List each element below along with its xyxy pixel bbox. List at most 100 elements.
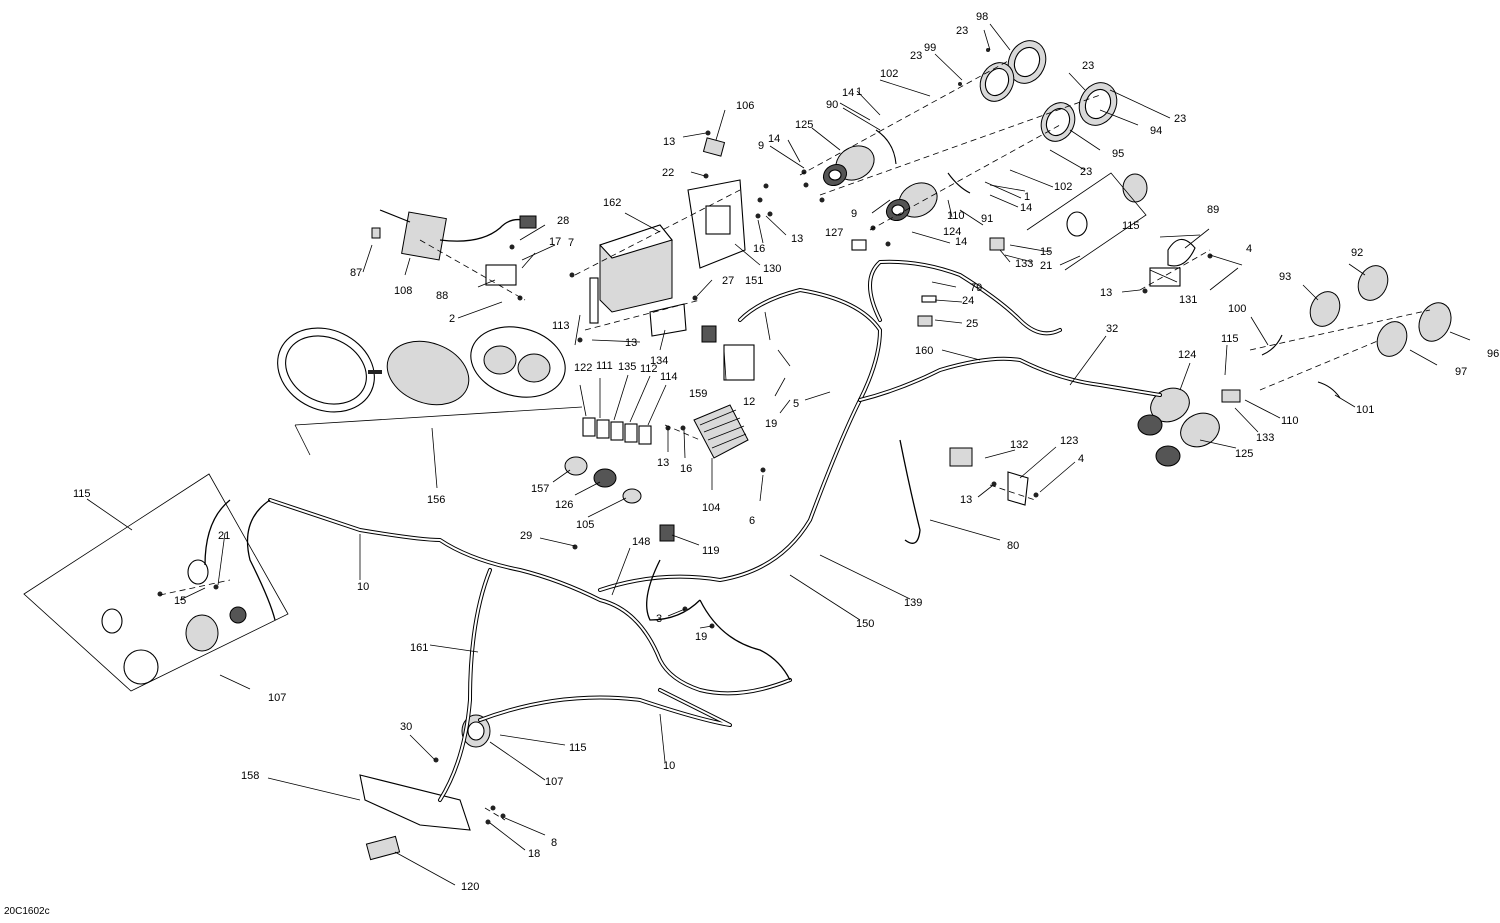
module-120 (365, 835, 401, 861)
callout-110: 110 (1281, 415, 1299, 427)
callout-4: 4 (1246, 243, 1252, 255)
callout-126: 126 (555, 499, 573, 511)
callout-94: 94 (1150, 125, 1162, 137)
callout-112: 112 (640, 363, 658, 375)
parts-artwork (101, 40, 1452, 861)
callout-125: 125 (795, 119, 813, 131)
callout-131: 131 (1179, 294, 1197, 306)
callout-13: 13 (1100, 287, 1112, 299)
fasteners (157, 48, 1213, 825)
callout-130: 130 (763, 263, 781, 275)
callout-18: 18 (528, 848, 540, 860)
callout-21: 21 (218, 530, 230, 542)
callout-115: 115 (569, 742, 587, 754)
callout-106: 106 (736, 100, 754, 112)
callout-23: 23 (1080, 166, 1092, 178)
callout-12: 12 (743, 396, 755, 408)
bulb-133-upper (989, 237, 1005, 251)
leader-lines (86, 23, 1471, 886)
callout-9: 9 (758, 140, 764, 152)
callout-97: 97 (1455, 366, 1467, 378)
mounting-bracket-130 (687, 179, 746, 269)
callout-8: 8 (551, 837, 557, 849)
switch-108 (379, 209, 537, 261)
callout-162: 162 (603, 197, 621, 209)
callout-122: 122 (574, 362, 592, 374)
relay-106 (702, 137, 726, 157)
callout-13: 13 (625, 337, 637, 349)
callout-113: 113 (552, 320, 570, 332)
callout-99: 99 (924, 42, 936, 54)
clip-25 (917, 315, 933, 327)
callout-10: 10 (357, 581, 369, 593)
callout-28: 28 (557, 215, 569, 227)
callout-150: 150 (856, 618, 874, 630)
callout-107: 107 (545, 776, 563, 788)
bulb-socket-115 (1066, 211, 1088, 237)
callout-132: 132 (1010, 439, 1028, 451)
callout-14: 14 (955, 236, 967, 248)
headlight-assembly-125-right (1155, 412, 1220, 467)
callout-29: 29 (520, 530, 532, 542)
bulb-133-right (1221, 389, 1241, 403)
callout-87: 87 (350, 267, 362, 279)
callout-23: 23 (1174, 113, 1186, 125)
callout-158: 158 (241, 770, 259, 782)
callout-13: 13 (663, 136, 675, 148)
assembly-lines (159, 59, 1431, 821)
wire-harness (246, 259, 1162, 802)
callout-23: 23 (910, 50, 922, 62)
callout-13: 13 (791, 233, 803, 245)
bracket-88 (485, 264, 517, 286)
callout-111: 111 (596, 360, 613, 372)
callout-90: 90 (826, 99, 838, 111)
callout-159: 159 (689, 388, 707, 400)
callout-6: 6 (749, 515, 755, 527)
callout-139: 139 (904, 597, 922, 609)
callout-3: 3 (656, 613, 662, 625)
callout-27: 27 (722, 275, 734, 287)
callout-5: 5 (793, 398, 799, 410)
callout-23: 23 (956, 25, 968, 37)
callout-102: 102 (880, 68, 898, 80)
callout-115: 115 (1221, 333, 1239, 345)
callout-104: 104 (702, 502, 720, 514)
callout-133: 133 (1256, 432, 1274, 444)
callout-102: 102 (1054, 181, 1072, 193)
voltage-regulator-104 (693, 404, 749, 459)
callout-156: 156 (427, 494, 445, 506)
electronic-module-162 (599, 224, 673, 313)
bracket-90 (875, 129, 897, 165)
socket-105 (622, 488, 642, 504)
gauge-bezel (277, 327, 375, 413)
callout-127: 127 (825, 227, 843, 239)
callout-95: 95 (1112, 148, 1124, 160)
socket-157 (564, 456, 588, 476)
callout-7: 7 (568, 237, 574, 249)
callout-1: 1 (856, 86, 862, 98)
callout-16: 16 (753, 243, 765, 255)
callout-119: 119 (702, 545, 720, 557)
callout-123: 123 (1060, 435, 1078, 447)
callout-23: 23 (1082, 60, 1094, 72)
callout-115: 115 (73, 488, 91, 500)
headlight-ring-93 (1309, 291, 1341, 327)
callout-115: 115 (1122, 220, 1140, 232)
callout-148: 148 (632, 536, 650, 548)
callout-22: 22 (662, 167, 674, 179)
callout-124: 124 (1178, 349, 1196, 361)
callout-96: 96 (1487, 348, 1499, 360)
reference-code: 20C1602c (4, 906, 50, 917)
relay-119 (659, 524, 675, 542)
callout-114: 114 (660, 371, 678, 383)
bracket-158 (359, 774, 471, 831)
callout-80: 80 (1007, 540, 1019, 552)
callout-79: 79 (970, 282, 982, 294)
headlight-ring-97 (1376, 321, 1408, 357)
callout-88: 88 (436, 290, 448, 302)
callout-labels: 98 23 99 23 23 102 14 1 90 23 94 125 14 … (4, 11, 1499, 917)
strap-113 (589, 277, 599, 324)
callout-15: 15 (1040, 246, 1052, 258)
callout-134: 134 (650, 355, 668, 367)
callout-15: 15 (174, 595, 186, 607)
